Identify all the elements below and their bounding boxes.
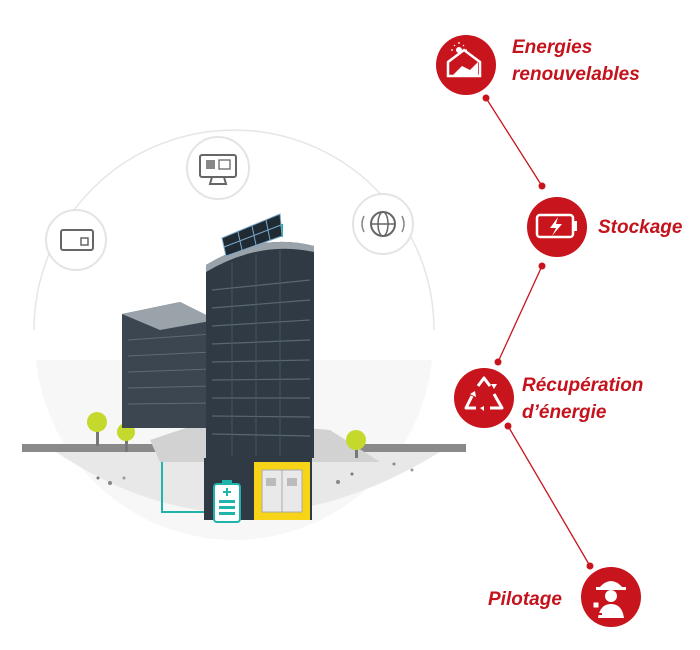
recycle-icon: [454, 368, 514, 428]
step-label-storage: Stockage: [598, 214, 682, 241]
battery-bolt-icon: [527, 197, 587, 257]
step-label-renewables: Energies renouvelables: [512, 34, 640, 88]
step-label-line: renouvelables: [512, 64, 640, 85]
storage-battery: [213, 480, 241, 523]
technician-icon: [581, 567, 641, 627]
step-label-line: Récupération: [522, 375, 644, 396]
connector-dots: [482, 94, 594, 570]
step-label-line: Stockage: [598, 217, 683, 238]
tablet-chart-icon: [45, 209, 107, 271]
step-label-recovery: Récupération d’énergie: [522, 372, 643, 426]
step-connector: [485, 97, 591, 567]
tree-right: [346, 430, 366, 458]
step-label-piloting: Pilotage: [488, 586, 562, 613]
office-building: [122, 213, 314, 520]
monitor-chart-icon: [186, 136, 250, 200]
solar-panels: [221, 213, 283, 257]
globe-wifi-icon: [352, 193, 414, 255]
step-label-line: d’énergie: [522, 402, 607, 423]
step-label-line: Energies: [512, 37, 593, 58]
step-label-line: Pilotage: [488, 589, 562, 610]
house-sun-icon: [436, 35, 496, 95]
tree-left: [87, 412, 107, 446]
